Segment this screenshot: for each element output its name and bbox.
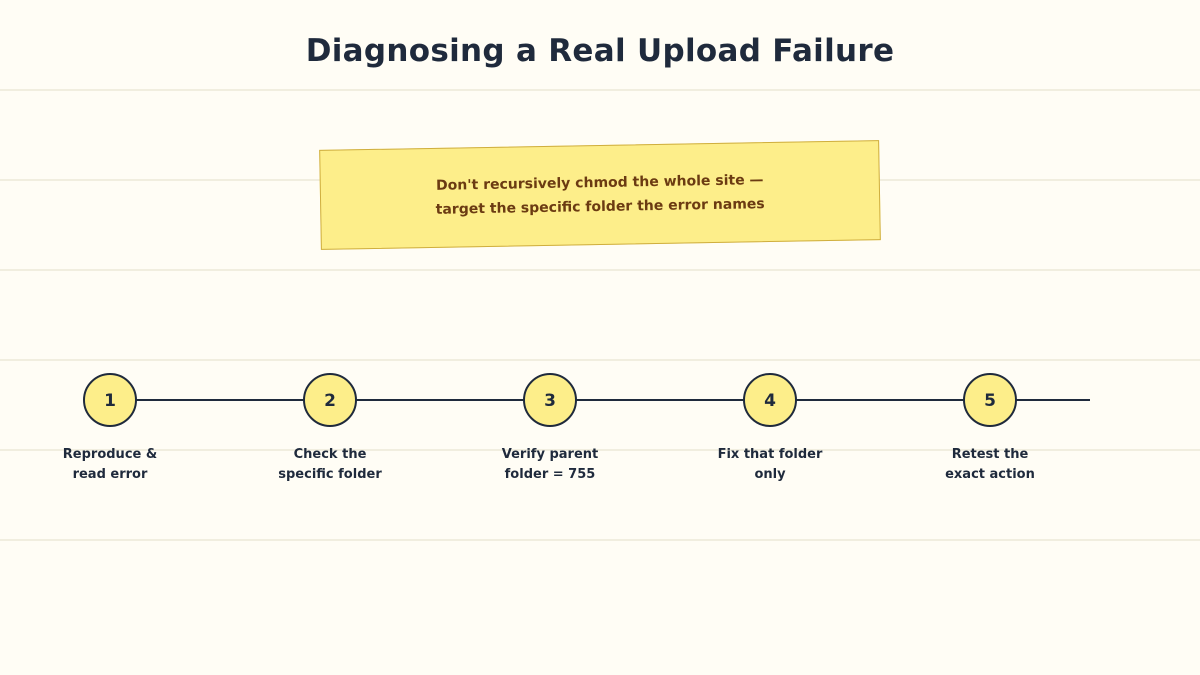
step-node-1: 1: [83, 373, 137, 427]
step-circle: [83, 373, 137, 427]
step-node-4: 4: [743, 373, 797, 427]
background-rule: [0, 449, 1200, 451]
diagram-title: Diagnosing a Real Upload Failure: [305, 33, 895, 69]
step-label-line: exact action: [945, 467, 1035, 482]
step-label-2: Check the specific folder: [255, 445, 405, 485]
step-label-line: Fix that folder: [717, 447, 823, 462]
step-number: 1: [104, 391, 116, 411]
step-node-2: 2: [303, 373, 357, 427]
step-node-5: 5: [963, 373, 1017, 427]
step-label-3: Verify parent folder = 755: [475, 445, 625, 485]
step-label-line: only: [754, 467, 786, 482]
step-node-3: 3: [523, 373, 577, 427]
step-number: 5: [984, 391, 996, 411]
step-number: 2: [324, 391, 336, 411]
step-label-5: Retest the exact action: [915, 445, 1065, 485]
step-label-4: Fix that folder only: [695, 445, 845, 485]
step-circle: [743, 373, 797, 427]
step-circle: [523, 373, 577, 427]
step-circle: [963, 373, 1017, 427]
step-label-1: Reproduce & read error: [35, 445, 185, 485]
step-label-line: read error: [72, 467, 148, 482]
step-number: 3: [544, 391, 556, 411]
step-label-line: specific folder: [278, 467, 382, 482]
step-label-line: Reproduce &: [62, 447, 158, 462]
background-rule: [0, 89, 1200, 91]
background-rule: [0, 539, 1200, 541]
background-rule: [0, 359, 1200, 361]
step-label-line: Verify parent: [501, 447, 599, 462]
background-rule: [0, 269, 1200, 271]
step-label-line: Check the: [293, 447, 367, 462]
step-label-line: folder = 755: [504, 467, 596, 482]
step-circle: [303, 373, 357, 427]
step-number: 4: [764, 391, 776, 411]
step-label-line: Retest the: [951, 447, 1029, 462]
